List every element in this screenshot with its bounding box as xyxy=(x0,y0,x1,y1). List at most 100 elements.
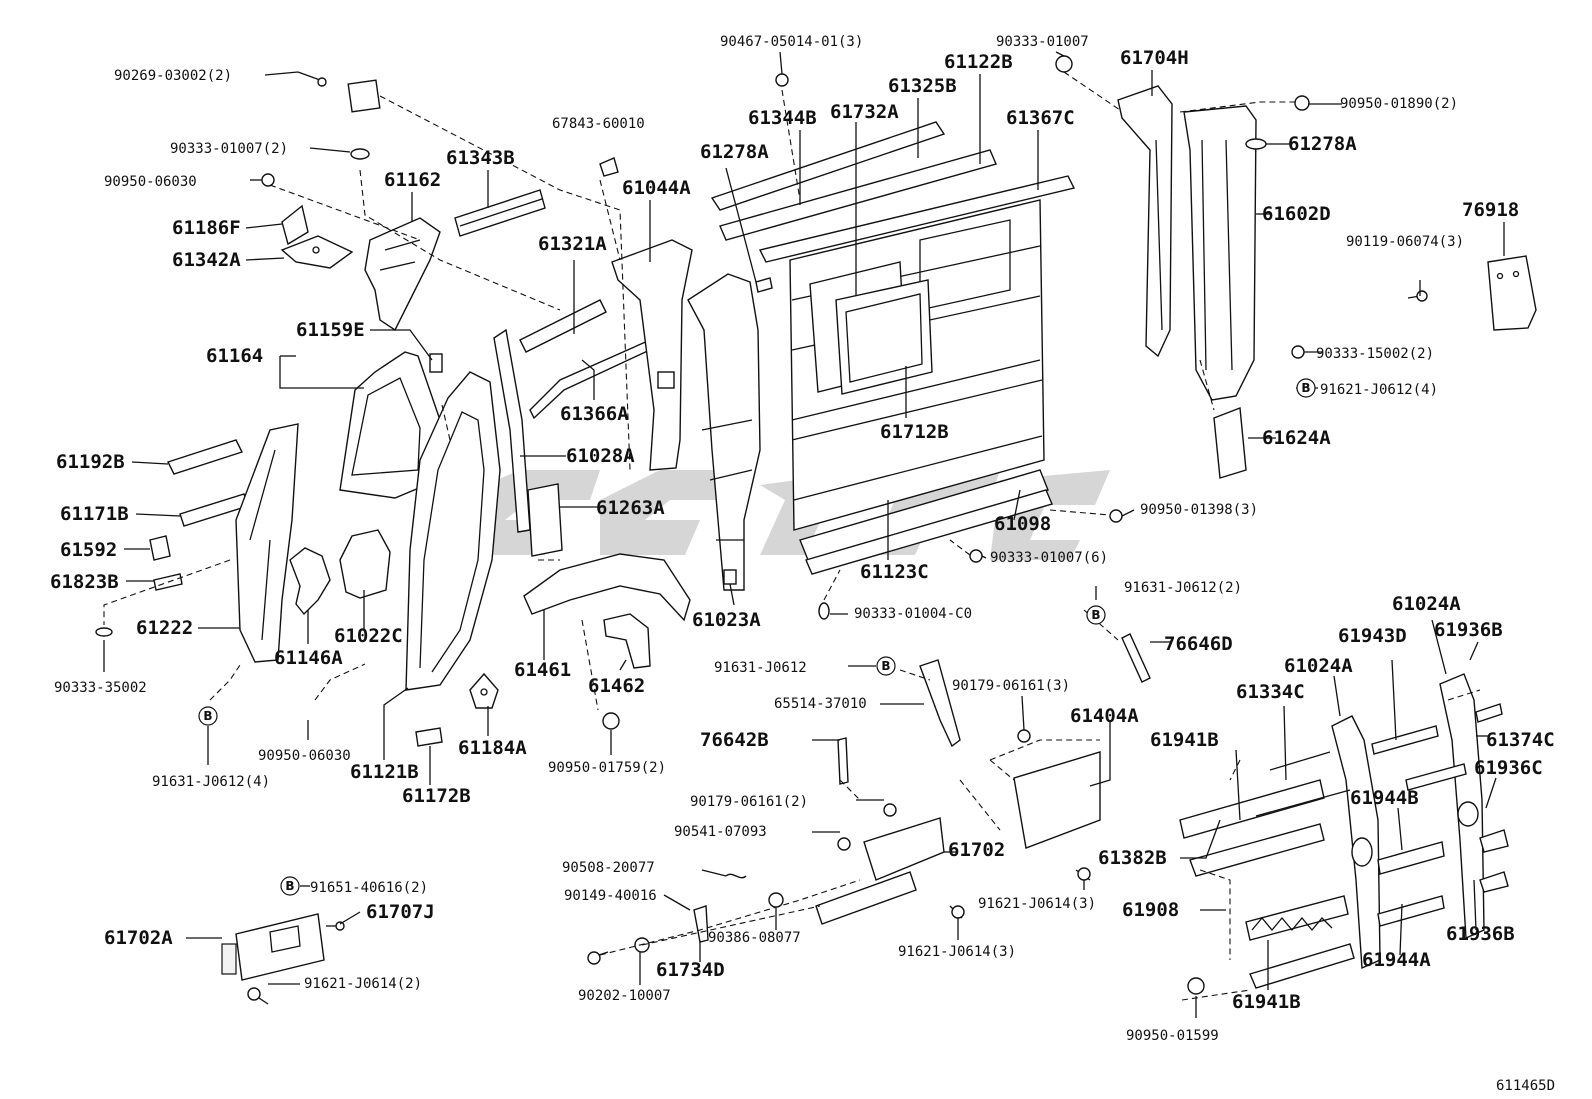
svg-text:B: B xyxy=(1301,381,1310,395)
part-label: 61624A xyxy=(1262,427,1331,449)
part-label: 61944B xyxy=(1350,787,1419,809)
part-label: 61374C xyxy=(1486,729,1555,751)
part-label: 90333-01007 xyxy=(996,34,1089,50)
part-label: 90950-06030 xyxy=(258,748,351,764)
part-label: 61592 xyxy=(60,539,117,561)
part-label: 61382B xyxy=(1098,847,1167,869)
part-label: 90202-10007 xyxy=(578,988,671,1004)
part-label: 91631-J0612(4) xyxy=(152,774,270,790)
part-label: 61022C xyxy=(334,625,403,647)
part-label: 61024A xyxy=(1392,593,1461,615)
part-label: 61404A xyxy=(1070,705,1139,727)
callout-markers: B B B B B xyxy=(198,378,1316,896)
part-label: 90333-01007(2) xyxy=(170,141,288,157)
part-label: 61936B xyxy=(1446,923,1515,945)
part-label: 61462 xyxy=(588,675,645,697)
part-label: 61028A xyxy=(566,445,635,467)
part-label: 61342A xyxy=(172,249,241,271)
part-label: 61122B xyxy=(944,51,1013,73)
part-label: 61941B xyxy=(1150,729,1219,751)
part-label: 61908 xyxy=(1122,899,1179,921)
part-label: 76642B xyxy=(700,729,769,751)
part-label: 61023A xyxy=(692,609,761,631)
part-label: 91621-J0614(3) xyxy=(898,944,1016,960)
part-label: 90333-35002 xyxy=(54,680,147,696)
part-label: 61734D xyxy=(656,959,725,981)
part-label: 61344B xyxy=(748,107,817,129)
part-label: 61936B xyxy=(1434,619,1503,641)
part-label: 61171B xyxy=(60,503,129,525)
callout-b-marker: B xyxy=(1086,605,1106,625)
callout-b-marker: B xyxy=(198,706,218,726)
part-labels: 90269-03002(2) 90333-01007(2) 90950-0603… xyxy=(50,34,1555,1094)
part-label: 90333-01007(6) xyxy=(990,550,1108,566)
part-label: 90149-40016 xyxy=(564,888,657,904)
part-label: 61712B xyxy=(880,421,949,443)
callout-b-marker: B xyxy=(280,876,300,896)
diagram-code: 611465D xyxy=(1496,1078,1555,1094)
part-label: 61164 xyxy=(206,345,263,367)
part-label: 61602D xyxy=(1262,203,1331,225)
part-label: 90333-01004-C0 xyxy=(854,606,972,622)
part-label: 90950-06030 xyxy=(104,174,197,190)
part-drawings xyxy=(95,55,1537,1005)
part-label: 67843-60010 xyxy=(552,116,645,132)
part-label: 61366A xyxy=(560,403,629,425)
part-label: 91621-J0612(4) xyxy=(1320,382,1438,398)
part-label: 61024A xyxy=(1284,655,1353,677)
svg-text:B: B xyxy=(881,659,890,673)
part-label: 61098 xyxy=(994,513,1051,535)
part-label: 61944A xyxy=(1362,949,1431,971)
part-label: 61172B xyxy=(402,785,471,807)
part-label: 61186F xyxy=(172,217,241,239)
part-label: 61943D xyxy=(1338,625,1407,647)
part-label: 91621-J0614(3) xyxy=(978,896,1096,912)
part-label: 61702 xyxy=(948,839,1005,861)
part-label: 90386-08077 xyxy=(708,930,801,946)
part-label: 61936C xyxy=(1474,757,1543,779)
leader-lines xyxy=(103,51,1505,1018)
part-label: 61278A xyxy=(700,141,769,163)
part-label: 61121B xyxy=(350,761,419,783)
part-label: 76646D xyxy=(1164,633,1233,655)
part-label: 61334C xyxy=(1236,681,1305,703)
callout-b-marker: B xyxy=(876,656,896,676)
part-label: 61367C xyxy=(1006,107,1075,129)
part-label: 61278A xyxy=(1288,133,1357,155)
part-label: 90950-01398(3) xyxy=(1140,502,1258,518)
part-label: 90541-07093 xyxy=(674,824,767,840)
part-label: 61146A xyxy=(274,647,343,669)
part-label: 61162 xyxy=(384,169,441,191)
part-label: 90269-03002(2) xyxy=(114,68,232,84)
part-label: 90950-01599 xyxy=(1126,1028,1219,1044)
part-label: 65514-37010 xyxy=(774,696,867,712)
part-label: 91631-J0612(2) xyxy=(1124,580,1242,596)
part-label: 61222 xyxy=(136,617,193,639)
part-label: 91651-40616(2) xyxy=(310,880,428,896)
part-label: 61702A xyxy=(104,927,173,949)
part-label: 90119-06074(3) xyxy=(1346,234,1464,250)
part-label: 90508-20077 xyxy=(562,860,655,876)
part-label: 90179-06161(3) xyxy=(952,678,1070,694)
part-label: 61321A xyxy=(538,233,607,255)
part-label: 90179-06161(2) xyxy=(690,794,808,810)
part-label: 90950-01759(2) xyxy=(548,760,666,776)
part-label: 61343B xyxy=(446,147,515,169)
svg-text:B: B xyxy=(1091,608,1100,622)
part-label: 61192B xyxy=(56,451,125,473)
callout-b-marker: B xyxy=(1296,378,1316,398)
part-label: 76918 xyxy=(1462,199,1519,221)
part-label: 90467-05014-01(3) xyxy=(720,34,863,50)
svg-text:B: B xyxy=(203,709,212,723)
part-label: 90333-15002(2) xyxy=(1316,346,1434,362)
part-label: 61325B xyxy=(888,75,957,97)
part-label: 61263A xyxy=(596,497,665,519)
svg-text:B: B xyxy=(285,879,294,893)
part-label: 61732A xyxy=(830,101,899,123)
part-label: 61704H xyxy=(1120,47,1189,69)
part-label: 61159E xyxy=(296,319,365,341)
part-label: 91621-J0614(2) xyxy=(304,976,422,992)
part-label: 90950-01890(2) xyxy=(1340,96,1458,112)
part-label: 61184A xyxy=(458,737,527,759)
